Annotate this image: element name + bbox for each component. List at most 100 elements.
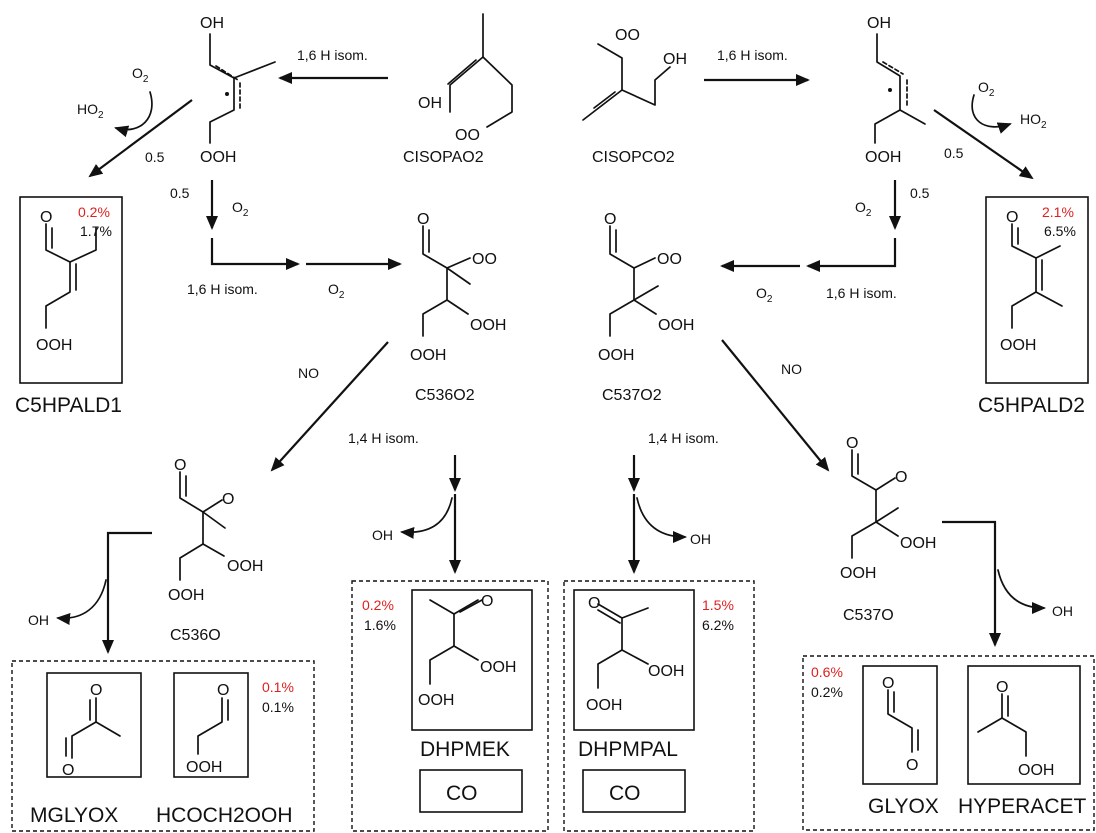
branch-label-left: 0.5 <box>170 185 190 201</box>
no-label-left: NO <box>298 365 319 381</box>
hyperacet-structure: O OOH <box>977 679 1054 779</box>
h16-label-top-left: 1,6 H isom. <box>297 47 368 63</box>
mglyox-group-yield-red: 0.1% <box>262 679 294 695</box>
hyperacet-o-label: O <box>996 679 1008 696</box>
c536o2-label: C536O2 <box>415 387 475 404</box>
c5hpald1-label: C5HPALD1 <box>15 394 122 417</box>
cisopao2-oo-label: OO <box>455 127 480 144</box>
cisopao2-structure: OH OO <box>418 13 513 144</box>
oh-label-c536o: OH <box>28 612 49 628</box>
arrow-to-c5hpald2 <box>933 109 1034 180</box>
c5hpald2-structure: O OOH <box>1000 209 1063 354</box>
c537o-o-label: O <box>846 435 858 452</box>
o2-label-right-down: O2 <box>855 199 872 219</box>
dhpmpal-co-box <box>582 769 686 813</box>
c5hpald1-structure: O OOH <box>36 209 97 354</box>
c536o-ooh2-label: OOH <box>168 587 204 604</box>
cisopao2-oh-label: OH <box>418 95 442 112</box>
no-label-right: NO <box>781 361 802 377</box>
dhpmpal-ooh2-label: OOH <box>586 697 622 714</box>
c5hpald2-label: C5HPALD2 <box>978 394 1085 417</box>
cisopco2-structure: OO OH <box>582 27 687 121</box>
c537o-o2-label: O <box>895 469 907 486</box>
mglyox-structure: O O <box>62 682 121 779</box>
dhpmek-ooh-label: OOH <box>480 659 516 676</box>
dhpmpal-yield-black: 6.2% <box>702 617 734 633</box>
c536o-o-label: O <box>174 457 186 474</box>
c536o-ooh-label: OOH <box>227 558 263 575</box>
dhpmpal-label: DHPMPAL <box>578 738 678 761</box>
c537o2-ooh-label: OOH <box>658 317 694 334</box>
dhpmpal-ooh-label: OOH <box>648 663 684 680</box>
dhpmek-o-label: O <box>481 593 493 610</box>
arrow-c537o-decomp <box>942 520 1001 647</box>
glyox-group-dashed-box <box>802 655 1095 831</box>
hcoch2ooh-o-label: O <box>217 682 229 699</box>
c5hpald2-yield-black: 6.5% <box>1044 223 1076 239</box>
left-radical-structure: OH OOH <box>200 15 276 166</box>
c537o-label: C537O <box>843 607 894 624</box>
dhpmpal-o-label: O <box>588 595 600 612</box>
o2-label-left: O2 <box>132 65 149 85</box>
hcoch2ooh-structure: O OOH <box>186 682 229 776</box>
c536o2-structure: O OO OOH OOH <box>410 211 506 364</box>
mglyox-o-label: O <box>90 682 102 699</box>
glyox-group-yield-black: 0.2% <box>811 684 843 700</box>
c536o2-ooh2-label: OOH <box>410 347 446 364</box>
c536o2-ooh-label: OOH <box>470 317 506 334</box>
cisopco2-oh-label: OH <box>663 51 687 68</box>
glyox-group-yield-red: 0.6% <box>811 664 843 680</box>
dhpmpal-group-dashed-box <box>563 580 755 832</box>
right-radical-ooh-label: OOH <box>865 149 901 166</box>
hyperacet-box <box>967 665 1081 785</box>
mglyox-o2-label: O <box>62 762 74 779</box>
hcoch2ooh-box <box>173 672 249 778</box>
cisopao2-label: CISOPAO2 <box>403 149 484 166</box>
ho2-label-right: HO2 <box>1020 111 1047 131</box>
dhpmek-co-label: CO <box>446 782 478 805</box>
glyox-label: GLYOX <box>868 795 939 818</box>
o2-label-left-down: O2 <box>232 199 249 219</box>
branch-label-right-top: 0.5 <box>944 145 964 161</box>
dhpmek-label: DHPMEK <box>420 738 510 761</box>
c536o2-o-label: O <box>417 211 429 228</box>
arrow-c536o-decomp <box>102 531 152 654</box>
o2-label-left-mid: O2 <box>328 281 345 301</box>
dhpmek-structure: O OOH OOH <box>418 593 516 709</box>
c5hpald2-yield-red: 2.1% <box>1042 204 1074 220</box>
c537o-ooh-label: OOH <box>900 535 936 552</box>
c5hpald2-ooh-label: OOH <box>1000 337 1036 354</box>
arrow-c536o2-no <box>270 341 389 472</box>
hcoch2ooh-ooh-label: OOH <box>186 759 222 776</box>
left-radical-oh-label: OH <box>200 15 224 32</box>
glyox-o-label: O <box>882 675 894 692</box>
c537o2-ooh2-label: OOH <box>598 347 634 364</box>
cisopco2-label: CISOPCO2 <box>592 149 675 166</box>
c5hpald2-box <box>985 196 1089 384</box>
c5hpald1-box <box>19 196 123 384</box>
c536o-structure: O O OOH OOH <box>168 457 263 604</box>
mglyox-label: MGLYOX <box>30 804 118 827</box>
right-radical-structure: OH OOH <box>865 15 926 166</box>
c537o2-structure: O OO OOH OOH <box>598 211 694 364</box>
dhpmek-group-dashed-box <box>351 580 549 832</box>
glyox-o2-label: O <box>906 757 918 774</box>
hcoch2ooh-label: HCOCH2OOH <box>156 804 293 827</box>
cisopco2-oo-label: OO <box>615 27 640 44</box>
arrow-right-16h <box>806 238 897 272</box>
glyox-structure: O O <box>882 675 919 774</box>
c5hpald1-ooh-label: OOH <box>36 337 72 354</box>
oh-label-dhpmpal: OH <box>690 531 711 547</box>
glyox-box <box>862 665 938 785</box>
arrow-c537o2-no <box>721 339 830 472</box>
h16-label-top-right: 1,6 H isom. <box>717 47 788 63</box>
dhpmek-co-box <box>419 769 523 813</box>
c536o2-oo-label: OO <box>472 251 497 268</box>
branch-label-right: 0.5 <box>910 185 930 201</box>
dhpmek-ooh2-label: OOH <box>418 692 454 709</box>
arrow-to-c5hpald1 <box>88 99 193 178</box>
right-radical-oh-label: OH <box>867 15 891 32</box>
c5hpald1-o-label: O <box>40 209 52 226</box>
